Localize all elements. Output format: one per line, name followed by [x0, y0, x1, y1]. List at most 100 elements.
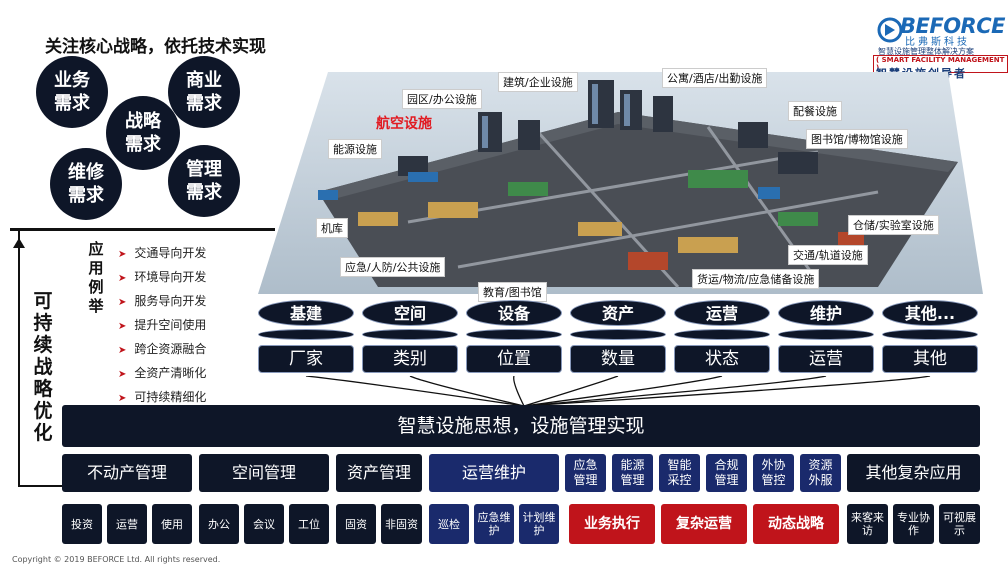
smart-city-illustration: [258, 72, 983, 294]
category-bottom-label: 状态: [674, 345, 770, 373]
strategy-demand-circle: 战略 需求: [106, 96, 180, 170]
sub-collaboration: 专业协 作: [893, 504, 934, 544]
callout-park: 园区/办公设施: [402, 89, 482, 109]
list-item: ➤交通导向开发: [118, 246, 207, 260]
sub-fixed-asset: 固资: [336, 504, 376, 544]
chevron-right-icon: ➤: [118, 393, 127, 404]
category-other: 其他... 其他: [882, 300, 978, 373]
list-item: ➤跨企资源融合: [118, 342, 207, 356]
sub-complex-operations: 复杂运营: [661, 504, 747, 544]
feedback-arrow-base: [18, 485, 62, 487]
sub-visual-display: 可视展 示: [939, 504, 980, 544]
maintenance-demand-circle: 维修 需求: [50, 148, 122, 220]
module-other: 其他复杂应用: [847, 454, 980, 492]
module-compliance: 合规 管理: [706, 454, 747, 492]
sub-emergency-maintenance: 应急维 护: [474, 504, 514, 544]
module-asset: 资产管理: [336, 454, 422, 492]
callout-education: 教育/图书馆: [478, 282, 547, 302]
chevron-right-icon: ➤: [118, 369, 127, 380]
modules-row: 不动产管理 空间管理 资产管理 运营维护 应急 管理 能源 管理 智能 采控 合…: [62, 454, 980, 492]
list-item: ➤提升空间使用: [118, 318, 207, 332]
sub-visitor: 来客来 访: [847, 504, 888, 544]
app-examples-title: 应用例举: [88, 240, 104, 315]
sub-use: 使用: [152, 504, 192, 544]
sub-inspection: 巡检: [429, 504, 469, 544]
chevron-right-icon: ➤: [118, 297, 127, 308]
smart-facility-banner: 智慧设施思想，设施管理实现: [62, 405, 980, 447]
category-equipment: 设备 位置: [466, 300, 562, 373]
category-bottom-label: 类别: [362, 345, 458, 373]
category-infrastructure: 基建 厂家: [258, 300, 354, 373]
divider-line: [10, 228, 275, 231]
category-bottom-label: 运营: [778, 345, 874, 373]
module-resource: 资源 外服: [800, 454, 841, 492]
list-item: ➤可持续精细化: [118, 390, 207, 404]
module-operations: 运营维护: [429, 454, 559, 492]
up-arrow-icon: [13, 238, 25, 248]
category-bottom-label: 其他: [882, 345, 978, 373]
page-title: 关注核心战略，依托技术实现: [45, 37, 266, 57]
module-emergency: 应急 管理: [565, 454, 606, 492]
sub-dynamic-strategy: 动态战略: [753, 504, 839, 544]
business-demand-circle: 业务 需求: [36, 56, 108, 128]
callout-hangar: 机库: [316, 218, 348, 238]
feedback-arrow-line: [18, 230, 20, 485]
callout-emergency: 应急/人防/公共设施: [340, 257, 446, 277]
list-item: ➤环境导向开发: [118, 270, 207, 284]
chevron-right-icon: ➤: [118, 249, 127, 260]
category-space: 空间 类别: [362, 300, 458, 373]
app-examples-list: ➤交通导向开发 ➤环境导向开发 ➤服务导向开发 ➤提升空间使用 ➤跨企资源融合 …: [118, 242, 206, 410]
category-top-label: 其他...: [882, 300, 978, 326]
callout-apartment: 公寓/酒店/出勤设施: [662, 68, 768, 88]
list-item: ➤全资产清晰化: [118, 366, 207, 380]
logo-icon: [877, 17, 903, 43]
logo-subtitle: 智慧设施管理整体解决方案: [878, 47, 974, 56]
connector-lines: [305, 376, 931, 407]
list-item: ➤服务导向开发: [118, 294, 207, 308]
module-outsourcing: 外协 管控: [753, 454, 794, 492]
sub-workstation: 工位: [289, 504, 329, 544]
category-bottom-label: 位置: [466, 345, 562, 373]
copyright-text: Copyright © 2019 BEFORCE Ltd. All rights…: [12, 555, 221, 564]
chevron-right-icon: ➤: [118, 273, 127, 284]
module-energy: 能源 管理: [612, 454, 653, 492]
callout-library: 图书馆/博物馆设施: [806, 129, 908, 149]
category-top-label: 设备: [466, 300, 562, 326]
category-row: 基建 厂家 空间 类别 设备 位置 资产 数量 运营 状态 维护 运营 其他..…: [258, 300, 986, 378]
callout-catering: 配餐设施: [788, 101, 842, 121]
sub-non-fixed-asset: 非固资: [381, 504, 422, 544]
callout-construction: 建筑/企业设施: [498, 72, 578, 92]
category-bottom-label: 厂家: [258, 345, 354, 373]
sub-business-execution: 业务执行: [569, 504, 655, 544]
sub-office: 办公: [199, 504, 239, 544]
category-top-label: 空间: [362, 300, 458, 326]
category-top-label: 维护: [778, 300, 874, 326]
callout-transport: 交通/轨道设施: [788, 245, 868, 265]
callout-energy: 能源设施: [328, 139, 382, 159]
callout-aviation: 航空设施: [376, 116, 432, 132]
module-smart-control: 智能 采控: [659, 454, 700, 492]
category-asset: 资产 数量: [570, 300, 666, 373]
sustainable-strategy-title: 可持续战略优化: [33, 290, 53, 444]
callout-warehouse: 仓储/实验室设施: [848, 215, 939, 235]
chevron-right-icon: ➤: [118, 345, 127, 356]
sub-planned-maintenance: 计划维 护: [519, 504, 559, 544]
category-top-label: 基建: [258, 300, 354, 326]
category-maintenance: 维护 运营: [778, 300, 874, 373]
module-real-estate: 不动产管理: [62, 454, 192, 492]
logo-cn-name: 比弗斯科技: [905, 37, 970, 48]
category-top-label: 运营: [674, 300, 770, 326]
category-bottom-label: 数量: [570, 345, 666, 373]
chevron-right-icon: ➤: [118, 321, 127, 332]
callout-logistics: 货运/物流/应急储备设施: [692, 269, 820, 289]
category-top-label: 资产: [570, 300, 666, 326]
category-operations: 运营 状态: [674, 300, 770, 373]
sub-operate: 运营: [107, 504, 147, 544]
logo-name: BEFORCE: [900, 14, 1005, 38]
management-demand-circle: 管理 需求: [168, 145, 240, 217]
commercial-demand-circle: 商业 需求: [168, 56, 240, 128]
module-space: 空间管理: [199, 454, 329, 492]
sub-invest: 投资: [62, 504, 102, 544]
sub-meeting: 会议: [244, 504, 284, 544]
submodules-row: 投资 运营 使用 办公 会议 工位 固资 非固资 巡检 应急维 护 计划维 护 …: [62, 504, 980, 544]
